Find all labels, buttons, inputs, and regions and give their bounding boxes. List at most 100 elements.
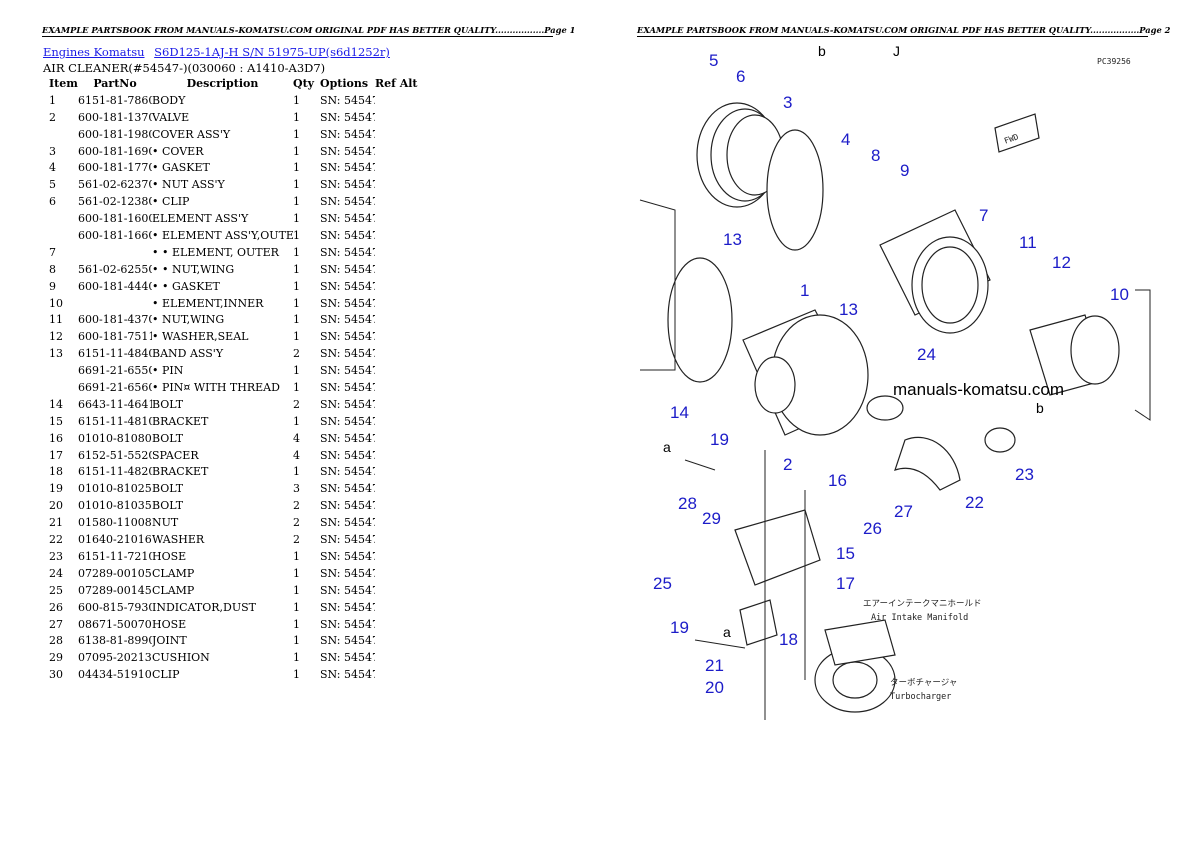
cell-description: • ELEMENT,INNER <box>152 296 264 310</box>
cell-ref-alt <box>375 346 420 363</box>
cell-qty: 2 <box>293 347 300 361</box>
cell-qty: 1 <box>293 296 300 310</box>
cell-options: SN: 54547- <box>320 448 375 462</box>
cell-ref-alt <box>375 363 420 380</box>
cell-description: • NUT ASS'Y <box>152 178 225 192</box>
cell-item: 3 <box>49 144 56 158</box>
cell-options: SN: 54547- <box>320 499 375 513</box>
cell-item: 22 <box>49 533 63 547</box>
cell-item: 30 <box>49 668 63 682</box>
callout-1: 1 <box>800 281 809 300</box>
cell-options: SN: 54547- <box>320 330 375 344</box>
callout-3: 3 <box>783 93 792 112</box>
cell-qty: 1 <box>293 127 300 141</box>
cell-partno: 600-181-1370 <box>78 110 152 124</box>
cell-item: 25 <box>49 583 63 597</box>
cell-description: BRACKET <box>152 465 209 479</box>
cell-options: SN: 54547- <box>320 93 375 107</box>
cell-ref-alt <box>375 583 420 600</box>
fwd-tag: FWD <box>994 113 1040 153</box>
cell-options: SN: 54547- <box>320 279 375 293</box>
col-header-options: Options <box>320 77 369 90</box>
diagram-ref-code: PC39256 <box>1097 57 1131 66</box>
cell-qty: 1 <box>293 262 300 276</box>
part-bracket-18 <box>739 599 778 646</box>
part-hose <box>894 436 961 491</box>
cell-partno: 01640-21016 <box>78 533 152 547</box>
cell-partno: 6691-21-6560 <box>78 381 152 395</box>
cell-options: SN: 54547- <box>320 364 375 378</box>
cell-item: 26 <box>49 600 63 614</box>
cell-partno: 01010-81035 <box>78 499 152 513</box>
col-header-description: Description <box>186 77 259 90</box>
cell-partno <box>78 245 152 262</box>
cell-partno: 6151-81-7860 <box>78 93 152 107</box>
cell-qty: 1 <box>293 178 300 192</box>
callout-8: 8 <box>871 146 880 165</box>
cell-item <box>43 363 78 380</box>
callout-26: 25 <box>653 574 672 593</box>
cell-ref-alt <box>375 177 420 194</box>
cell-item: 15 <box>49 414 63 428</box>
cell-description: • PIN <box>152 364 184 378</box>
cell-ref-alt <box>375 633 420 650</box>
cell-qty: 2 <box>293 499 300 513</box>
callout-29: 28 <box>678 494 697 513</box>
cell-partno: 6151-11-4840 <box>78 347 152 361</box>
cell-item: 5 <box>49 178 56 192</box>
cell-description: JOINT <box>152 634 187 648</box>
cell-options: SN: 54547- <box>320 549 375 563</box>
parts-table: Item PartNo Description Qty Options Ref … <box>43 76 420 684</box>
cell-qty: 1 <box>293 668 300 682</box>
callout-4: 4 <box>841 130 850 149</box>
cell-item: 29 <box>49 651 63 665</box>
part-bracket-15 <box>734 509 821 586</box>
cell-item: 2 <box>49 110 56 124</box>
cell-item: 10 <box>49 296 63 310</box>
callout-27: 26 <box>863 519 882 538</box>
cell-ref-alt <box>375 194 420 211</box>
cell-description: WASHER <box>152 533 205 547</box>
cell-ref-alt <box>375 127 420 144</box>
breadcrumb-link-engines[interactable]: Engines Komatsu <box>43 45 145 59</box>
cell-ref-alt <box>375 397 420 414</box>
cell-item <box>43 380 78 397</box>
cell-qty: 1 <box>293 245 300 259</box>
breadcrumb-link-model[interactable]: S6D125-1AJ-H S/N 51975-UP(s6d1252r) <box>154 45 390 59</box>
callout-30: 29 <box>702 509 721 528</box>
cell-item: 14 <box>49 397 63 411</box>
cell-ref-alt <box>375 414 420 431</box>
cell-options: SN: 54547- <box>320 296 375 310</box>
cell-qty: 1 <box>293 566 300 580</box>
cell-description: BOLT <box>152 431 184 445</box>
callout-19: 19 <box>670 618 689 637</box>
cell-partno: 600-181-4370 <box>78 313 152 327</box>
cell-description: • PIN¤ WITH THREAD <box>152 381 280 395</box>
cell-qty: 2 <box>293 397 300 411</box>
cell-item <box>43 228 78 245</box>
cell-description: • GASKET <box>152 161 210 175</box>
cell-options: SN: 54547- <box>320 381 375 395</box>
cell-description: • ELEMENT ASS'Y,OUTER <box>152 229 293 243</box>
callout-16: 16 <box>828 471 847 490</box>
callout-15: 15 <box>836 544 855 563</box>
col-header-partno: PartNo <box>93 77 137 90</box>
cell-options: SN: 54547- <box>320 262 375 276</box>
watermark-text: manuals-komatsu.com <box>893 380 1064 399</box>
cell-partno: 561-02-62550 <box>78 262 152 276</box>
cell-qty: 2 <box>293 516 300 530</box>
cell-options: SN: 54547- <box>320 516 375 530</box>
cell-item: 4 <box>49 161 56 175</box>
cell-item: 12 <box>49 330 63 344</box>
cell-options: SN: 54547- <box>320 414 375 428</box>
cell-ref-alt <box>375 110 420 127</box>
cell-description: VALVE <box>152 110 190 124</box>
cell-ref-alt <box>375 380 420 397</box>
